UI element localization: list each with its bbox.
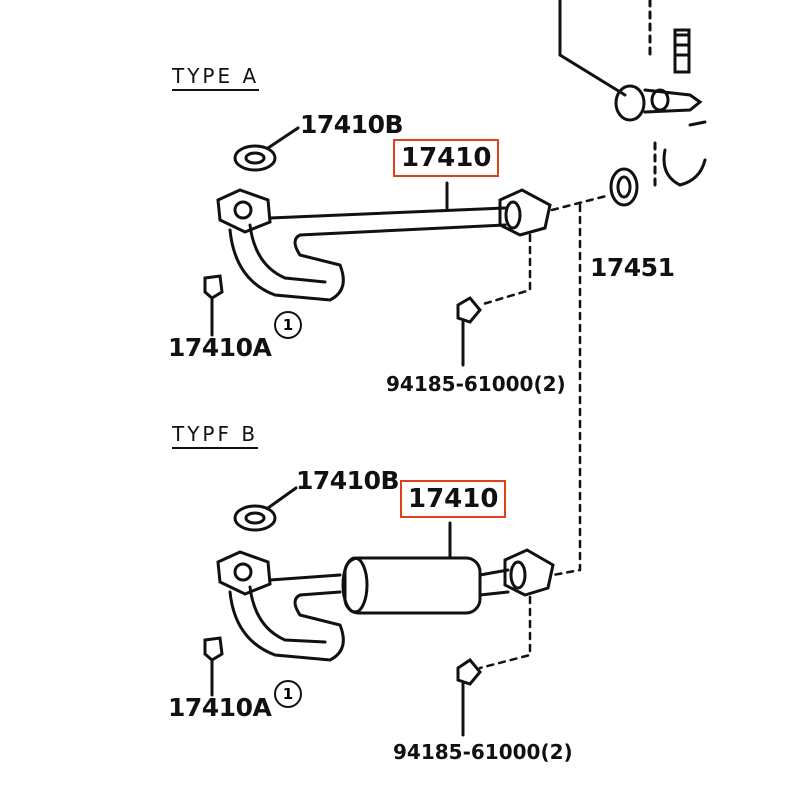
type-a-bolt-label: 17410A <box>168 333 272 362</box>
type-a-pipe-drawing <box>203 126 612 577</box>
type-a-nut-label: 94185-61000(2) <box>386 372 566 396</box>
type-a-heading: TYPE A <box>172 64 260 91</box>
type-a-note-circle: 1 <box>274 311 302 339</box>
type-b-gasket-label: 17410B <box>296 466 400 495</box>
type-a-gasket-label: 17410B <box>300 110 404 139</box>
engine-parts <box>558 0 707 207</box>
type-b-nut-label: 94185-61000(2) <box>393 740 573 764</box>
type-b-pipe-label-highlighted[interactable]: 17410 <box>400 480 507 518</box>
type-a-pipe-label-highlighted[interactable]: 17410 <box>393 139 500 177</box>
type-b-note-circle: 1 <box>274 680 302 708</box>
shared-gasket-label: 17451 <box>590 253 675 282</box>
type-b-pipe-drawing <box>203 486 555 737</box>
type-b-bolt-label: 17410A <box>168 693 272 722</box>
type-b-heading: TYPF B <box>172 422 259 449</box>
